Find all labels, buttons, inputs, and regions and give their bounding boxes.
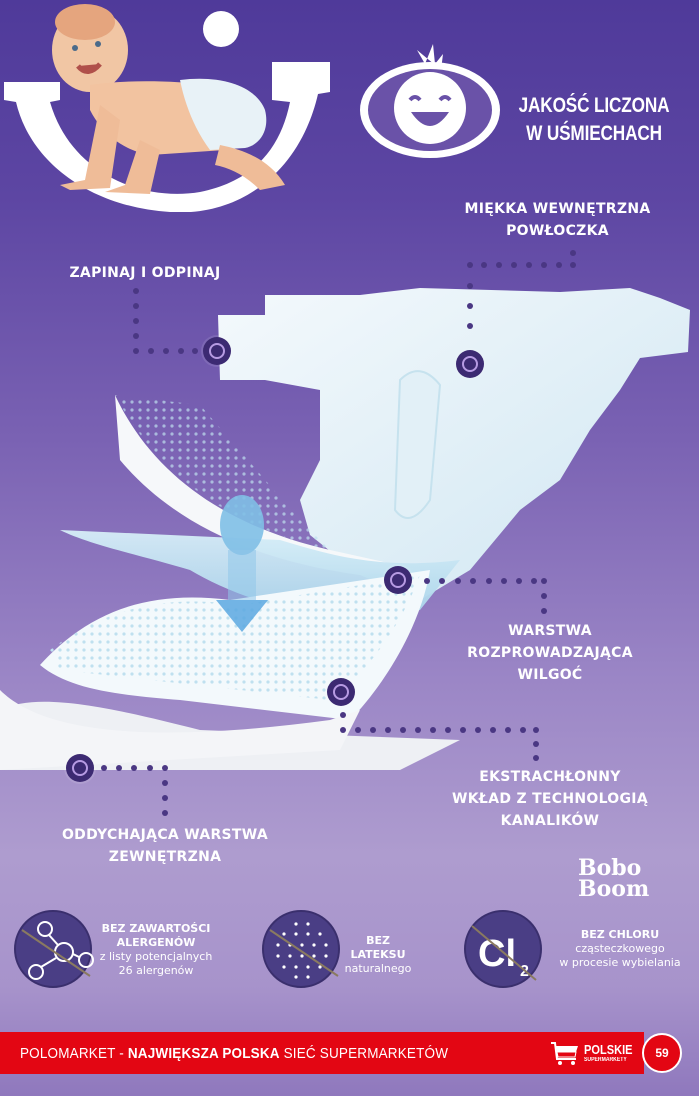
chlorine-crossed-icon: Cl 2	[464, 910, 542, 988]
shopping-cart-icon	[551, 1042, 578, 1065]
callout-outer-layer-line-1: ODDYCHAJĄCA WARSTWA	[61, 827, 269, 843]
callout-inner-layer-line-2: POWŁOCZKA	[506, 223, 609, 239]
callout-absorbent-line-1: EKSTRACHŁONNY	[479, 769, 621, 785]
feature-chlorine-title-1: BEZ CHLORU	[580, 928, 660, 941]
marker-absorbent[interactable]	[327, 678, 355, 706]
feature-chlorine-sub-1: cząsteczkowego	[575, 942, 665, 955]
feature-allergens-sub-1: z listy potencjalnych	[99, 950, 213, 963]
marker-inner-layer[interactable]	[456, 350, 484, 378]
feature-latex-title-1: BEZ LATEKSU	[350, 934, 406, 961]
svg-text:Cl: Cl	[478, 933, 516, 975]
footer-slogan-prefix: POLOMARKET -	[20, 1044, 128, 1062]
feature-allergens-sub-2: 26 alergenów	[118, 964, 194, 977]
baby-photo	[52, 4, 285, 194]
callout-fasten-line-1: ZAPINAJ I ODPINAJ	[69, 265, 221, 281]
page-number-badge: 59	[642, 1033, 682, 1073]
feature-chlorine-sub-2: w procesie wybielania	[559, 956, 681, 969]
molecule-crossed-icon	[14, 910, 94, 988]
feature-allergens-title-1: BEZ ZAWARTOŚCI	[101, 922, 211, 935]
brand-line-2: Boom	[578, 876, 650, 902]
polskie-supermarkety-logo: POLSKIE SUPERMARKETY	[550, 1037, 633, 1069]
marker-fasten[interactable]	[203, 337, 231, 365]
marker-outer-layer[interactable]	[66, 754, 94, 782]
brand-line-1: Bobo	[578, 855, 642, 881]
feature-latex-sub-1: naturalnego	[344, 962, 412, 975]
callout-fasten: ZAPINAJ I ODPINAJ	[40, 262, 250, 284]
smiling-mascot-icon	[360, 44, 500, 158]
logo-subtitle: SUPERMARKETY	[584, 1057, 627, 1063]
headline: JAKOŚĆ LICZONA W UŚMIECHACH	[512, 92, 676, 148]
callout-moisture: WARSTWA ROZPROWADZAJĄCA WILGOĆ	[430, 620, 670, 686]
callout-outer-layer-line-2: ZEWNĘTRZNA	[108, 849, 222, 865]
marker-moisture[interactable]	[384, 566, 412, 594]
footer-slogan-bold: NAJWIĘKSZA POLSKA	[127, 1044, 280, 1062]
callout-moisture-line-1: WARSTWA	[508, 623, 592, 639]
callout-absorbent: EKSTRACHŁONNY WKŁAD Z TECHNOLOGIĄ KANALI…	[420, 766, 680, 832]
callout-absorbent-line-3: KANALIKÓW	[500, 813, 600, 829]
footer-slogan: POLOMARKET - NAJWIĘKSZA POLSKA SIEĆ SUPE…	[20, 1045, 448, 1062]
headline-line-1: JAKOŚĆ LICZONA	[518, 94, 670, 117]
callout-moisture-line-3: WILGOĆ	[517, 667, 583, 683]
logo-title: POLSKIE	[584, 1042, 633, 1057]
callout-moisture-line-2: ROZPROWADZAJĄCA	[467, 645, 633, 661]
headline-line-2: W UŚMIECHACH	[526, 122, 662, 145]
diaper-illustration	[0, 288, 690, 770]
feature-allergens: BEZ ZAWARTOŚCI ALERGENÓW z listy potencj…	[96, 922, 216, 978]
footer-slogan-suffix: SIEĆ SUPERMARKETÓW	[279, 1044, 449, 1062]
callout-absorbent-line-2: WKŁAD Z TECHNOLOGIĄ	[452, 791, 648, 807]
bobo-boom-logo: Bobo Boom	[578, 855, 658, 902]
smile-logo-dot	[203, 11, 239, 47]
callout-outer-layer: ODDYCHAJĄCA WARSTWA ZEWNĘTRZNA	[40, 824, 290, 868]
callout-inner-layer-line-1: MIĘKKA WEWNĘTRZNA	[464, 201, 651, 217]
feature-allergens-title-2: ALERGENÓW	[116, 936, 196, 949]
callout-inner-layer: MIĘKKA WEWNĘTRZNA POWŁOCZKA	[440, 198, 675, 242]
footer-bar: POLOMARKET - NAJWIĘKSZA POLSKA SIEĆ SUPE…	[0, 1032, 644, 1074]
latex-dots-crossed-icon	[262, 910, 340, 988]
feature-latex: BEZ LATEKSU naturalnego	[340, 934, 416, 976]
feature-chlorine: BEZ CHLORU cząsteczkowego w procesie wyb…	[550, 928, 690, 970]
